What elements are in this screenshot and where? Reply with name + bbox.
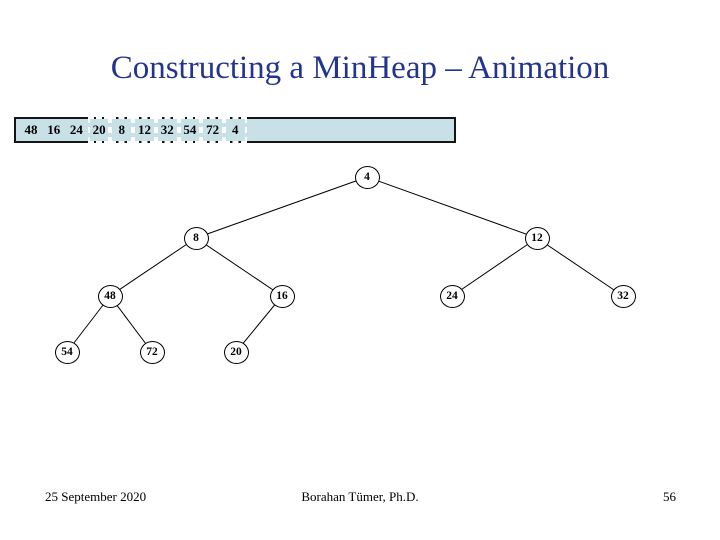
- tree-node-54: 54: [54, 340, 80, 364]
- tree-node-24: 24: [439, 284, 465, 308]
- tree-node-32: 32: [610, 284, 636, 308]
- footer-author: Borahan Tümer, Ph.D.: [301, 489, 419, 504]
- array-cell-dashed-outline: [133, 117, 156, 143]
- tree-edge: [109, 237, 197, 297]
- array-cell-value: 24: [69, 122, 83, 137]
- array-cell-dashed-outline: [178, 117, 202, 143]
- array-cell-value: 54: [183, 122, 197, 137]
- array-cell-value: 32: [160, 122, 174, 137]
- tree-node-4: 4: [354, 165, 380, 189]
- footer-page-number: 56: [663, 489, 676, 504]
- array-cell-dashed-outline: [110, 117, 134, 143]
- tree-edge: [536, 237, 624, 297]
- tree-node-72: 72: [139, 340, 165, 364]
- array-cell-value: 4: [232, 122, 239, 137]
- tree-edge: [366, 176, 538, 239]
- tree-node-12: 12: [524, 226, 550, 250]
- tree-node-8: 8: [183, 226, 209, 250]
- tree-node-16: 16: [269, 284, 295, 308]
- tree-edge: [451, 237, 538, 297]
- array-cell-value: 16: [47, 122, 61, 137]
- array-cell-value: 12: [137, 122, 151, 137]
- tree-node-48: 48: [97, 284, 123, 308]
- tree-edge: [195, 237, 283, 297]
- array-cell-dashed-outline: [155, 117, 179, 143]
- tree-edge: [195, 176, 368, 239]
- tree-node-20: 20: [223, 340, 249, 364]
- slide-title: Constructing a MinHeap – Animation: [110, 50, 610, 86]
- footer-date: 25 September 2020: [45, 489, 147, 504]
- array-cell-value: 8: [118, 122, 126, 137]
- array-cell-value: 72: [206, 122, 220, 137]
- array-cell-value: 48: [24, 122, 38, 137]
- array-cell-dashed-outline: [87, 117, 111, 143]
- array-cell-dashed-outline: [201, 117, 224, 143]
- array-cell-value: 20: [92, 122, 106, 137]
- array-cell-dashed-outline: [223, 117, 247, 143]
